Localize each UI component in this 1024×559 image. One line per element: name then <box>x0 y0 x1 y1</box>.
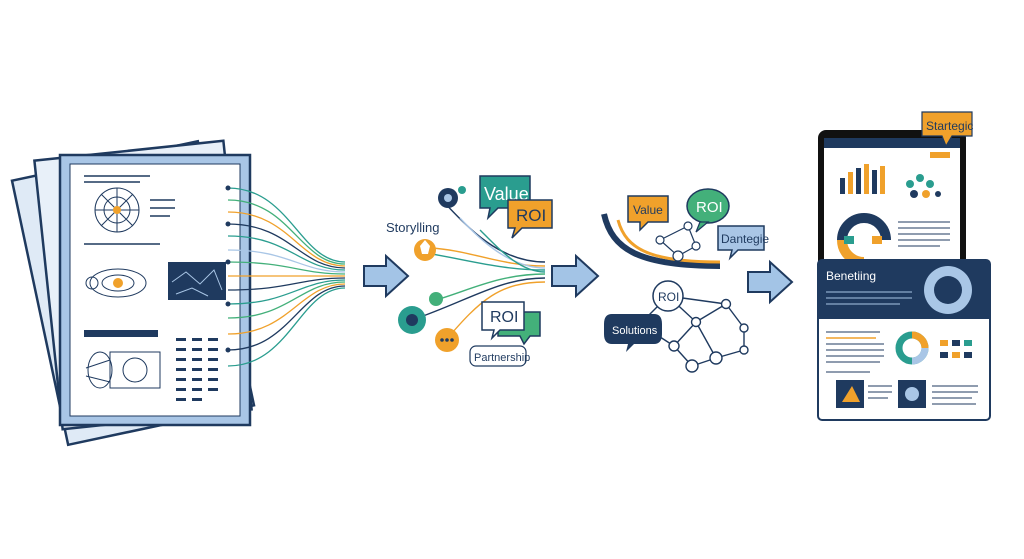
tablet-donut-chart <box>837 213 891 241</box>
storytelling-label: Storylling <box>386 220 439 235</box>
value-bubble-label: Value <box>484 184 529 204</box>
tablet-cycle-diagram <box>906 174 941 198</box>
solutions-bubble: Solutions <box>604 314 662 352</box>
roi-bubble-3-label: ROI <box>696 199 723 216</box>
flow-arrow-1 <box>363 253 410 299</box>
partnership-bubble: Partnership <box>469 345 530 367</box>
flow-arrow-2 <box>551 253 600 299</box>
doc-circle-diagram <box>94 187 140 233</box>
partnership-label: Partnership <box>474 352 530 364</box>
tablet-bar-chart <box>840 164 885 194</box>
roi-bubble-white-label: ROI <box>490 309 518 326</box>
green-node-icon <box>429 292 443 306</box>
roi-node-label: ROI <box>658 290 679 304</box>
document-stack <box>10 139 256 447</box>
roi-bubble-3: ROI <box>686 188 730 233</box>
solutions-label: Solutions <box>612 325 658 337</box>
tablet-device <box>818 130 966 270</box>
small-network <box>655 221 701 262</box>
roi-bubble-orange-label: ROI <box>516 206 546 225</box>
dantegie-bubble: Dantegie <box>717 225 769 261</box>
value-bubble-3-label: Value <box>633 203 663 217</box>
roi-node <box>652 280 684 312</box>
report-panel: Benetiing <box>817 259 991 421</box>
value-bubble-3: Value <box>627 195 669 232</box>
flow-lines-2 <box>411 197 546 341</box>
swoosh-curves <box>601 213 721 269</box>
dantegie-label: Dantegie <box>721 232 769 246</box>
flow-arrow-3 <box>747 259 794 305</box>
report-title: Benetiing <box>826 269 876 283</box>
roi-bubble-orange: ROI <box>507 199 553 239</box>
strategic-label: Startegic <box>926 119 973 133</box>
roi-bubble-green: ROI <box>481 301 541 346</box>
flow-lines-1 <box>227 187 346 367</box>
strategic-bubble: Startegic <box>921 111 973 148</box>
